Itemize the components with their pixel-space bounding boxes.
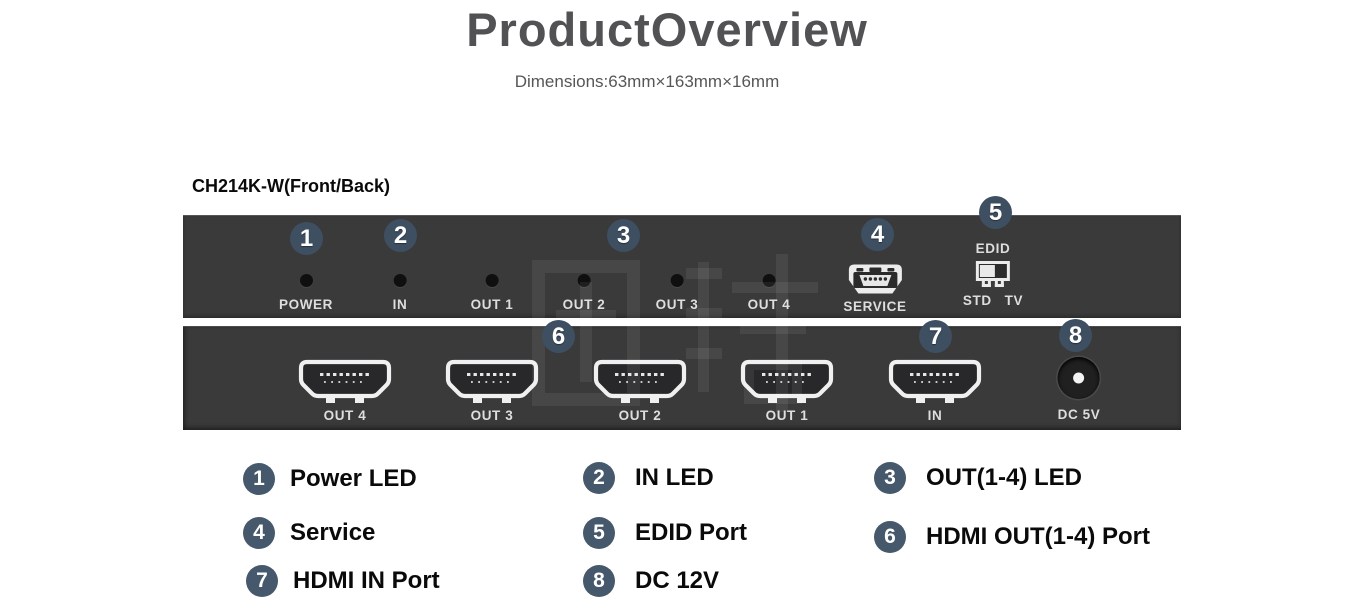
edid-position-std: STD: [962, 293, 992, 308]
dimensions-subtitle: Dimensions:63mm×163mm×16mm: [514, 72, 780, 91]
dc-jack-label: DC 5V: [1057, 407, 1101, 422]
callout-1-badge: 1: [290, 222, 323, 255]
led-dot-icon: [393, 274, 407, 287]
hdmi-out2-port: OUT 2: [593, 359, 687, 423]
legend-item-out-led: 3 OUT(1-4) LED: [874, 462, 1082, 494]
switch-leg: [981, 278, 991, 287]
hdmi-connector-icon: [593, 359, 687, 403]
hdmi-connector-icon: [888, 359, 982, 403]
out3-led-group: OUT 3: [656, 274, 699, 312]
legend-item-hdmi-out-port: 6 HDMI OUT(1-4) Port: [874, 521, 1150, 553]
edid-position-tv: TV: [1004, 293, 1024, 308]
power-led-label: POWER: [278, 297, 334, 312]
legend-label: OUT(1-4) LED: [926, 464, 1082, 491]
hdmi-out1-port: OUT 1: [740, 359, 834, 423]
out3-led-label: OUT 3: [655, 297, 699, 312]
dc-jack-pin: [1073, 372, 1085, 384]
legend-item-hdmi-in-port: 7 HDMI IN Port: [246, 565, 440, 597]
callout-5-badge: 5: [979, 196, 1012, 229]
legend-item-in-led: 2 IN LED: [583, 462, 714, 494]
in-led-label: IN: [392, 297, 408, 312]
legend-item-service: 4 Service: [243, 517, 375, 549]
led-dot-icon: [670, 274, 684, 287]
hdmi-connector-icon: [445, 359, 539, 403]
legend-badge-8: 8: [583, 565, 615, 597]
mini-usb-icon: [848, 264, 902, 294]
legend-label: IN LED: [635, 464, 714, 491]
legend-label: HDMI OUT(1-4) Port: [926, 523, 1150, 550]
hdmi-connector-icon: [298, 359, 392, 403]
out4-led-label: OUT 4: [747, 297, 791, 312]
callout-2-badge: 2: [384, 219, 417, 252]
dc-power-group: DC 5V: [1058, 357, 1101, 422]
legend-badge-2: 2: [583, 462, 615, 494]
legend-label: Power LED: [290, 465, 417, 492]
led-dot-icon: [299, 274, 313, 287]
callout-7-badge: 7: [919, 320, 952, 353]
switch-knob: [979, 265, 995, 277]
hdmi-port-label: OUT 2: [618, 408, 662, 423]
hdmi-out3-port: OUT 3: [445, 359, 539, 423]
out2-led-group: OUT 2: [563, 274, 606, 312]
out2-led-label: OUT 2: [562, 297, 606, 312]
legend-badge-7: 7: [246, 565, 278, 597]
dc-jack-icon: [1057, 357, 1100, 399]
legend-item-edid-port: 5 EDID Port: [583, 517, 747, 549]
hdmi-port-label: OUT 3: [470, 408, 514, 423]
legend-label: HDMI IN Port: [293, 567, 440, 594]
callout-8-badge: 8: [1059, 319, 1092, 352]
hdmi-port-label: OUT 4: [323, 408, 367, 423]
legend-badge-3: 3: [874, 462, 906, 494]
out4-led-group: OUT 4: [748, 274, 791, 312]
led-dot-icon: [485, 274, 499, 287]
hdmi-port-label: IN: [927, 408, 943, 423]
edid-switch-group: EDID STD TV: [963, 241, 1023, 308]
legend-item-power-led: 1 Power LED: [243, 463, 417, 495]
power-led-group: POWER: [279, 274, 333, 312]
legend-badge-4: 4: [243, 517, 275, 549]
in-led-group: IN: [393, 274, 408, 312]
legend-badge-6: 6: [874, 521, 906, 553]
legend-label: EDID Port: [635, 519, 748, 546]
callout-4-badge: 4: [861, 218, 894, 251]
hdmi-port-label: OUT 1: [765, 408, 809, 423]
legend-badge-5: 5: [583, 517, 615, 549]
callout-6-badge: 6: [542, 320, 575, 353]
led-dot-icon: [762, 274, 776, 287]
callout-3-badge: 3: [607, 219, 640, 252]
service-port-label: SERVICE: [843, 299, 907, 314]
page-title: ProductOverview: [466, 3, 868, 56]
device-model-label: CH214K-W(Front/Back): [192, 176, 391, 196]
switch-leg: [994, 278, 1004, 287]
back-panel: OUT 4 OUT 3 OUT 2: [183, 326, 1181, 430]
edid-title: EDID: [975, 241, 1011, 256]
legend-item-dc-12v: 8 DC 12V: [583, 565, 719, 597]
led-dot-icon: [577, 274, 591, 287]
hdmi-in-port: IN: [888, 359, 982, 423]
front-panel: POWER IN OUT 1 OUT 2 OUT 3 OUT 4: [183, 215, 1181, 318]
legend-label: DC 12V: [635, 567, 720, 594]
legend-label: Service: [290, 519, 376, 546]
hdmi-out4-port: OUT 4: [298, 359, 392, 423]
legend-badge-1: 1: [243, 463, 275, 495]
hdmi-connector-icon: [740, 359, 834, 403]
out1-led-label: OUT 1: [470, 297, 514, 312]
toggle-switch-icon: [975, 261, 1010, 287]
service-port-group: SERVICE: [843, 263, 906, 314]
out1-led-group: OUT 1: [471, 274, 514, 312]
